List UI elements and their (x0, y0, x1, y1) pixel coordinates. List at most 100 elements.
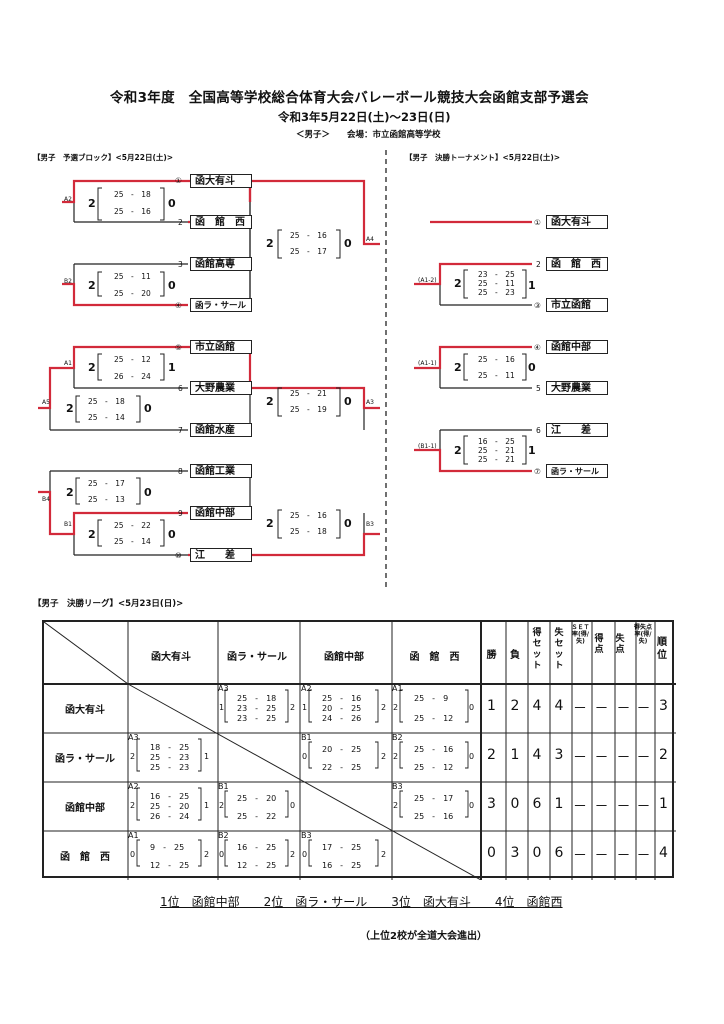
set-score: 16 - 25 (322, 861, 362, 870)
league-row-team: 函ラ・サール (55, 754, 115, 765)
stat-head: 順位 (657, 637, 667, 661)
stat-loss: 2 (510, 698, 520, 714)
stat-win: 1 (487, 698, 496, 714)
stat-points-lost: － (616, 848, 631, 864)
stat-points: － (594, 848, 609, 864)
result-left: 0 (219, 850, 225, 859)
stat-point-rate: － (636, 701, 651, 717)
team-box: 大野農業 (190, 381, 252, 395)
stat-head: 失セット (554, 628, 564, 671)
team-box: 江 差 (546, 423, 608, 437)
set-score: 25 - 11 (114, 272, 151, 281)
stat-head: ＳＥＴ率(得/失) (571, 624, 590, 645)
stat-sets-lost: 4 (554, 698, 564, 714)
match-tag: A2 (64, 196, 72, 203)
match-score-right: 0 (168, 279, 176, 292)
set-score: 25 - 11 (478, 279, 515, 288)
league-row-team: 函館中部 (65, 803, 105, 814)
result-right: 2 (290, 850, 296, 859)
match-tag: B2 (64, 278, 72, 285)
result-right: 1 (204, 752, 210, 761)
team-box: 函館高専 (190, 257, 252, 271)
match-score-right: 0 (168, 197, 176, 210)
set-score: 12 - 25 (150, 861, 190, 870)
match-tag: A5 (42, 399, 50, 406)
set-score: 25 - 16 (114, 207, 151, 216)
event-dates: 令和3年5月22日(土)～23日(日) (278, 110, 451, 124)
set-score: 17 - 25 (322, 843, 362, 852)
match-score-left: 2 (454, 361, 462, 374)
set-score: 25 - 18 (237, 694, 277, 703)
match-score-right: 0 (344, 395, 352, 408)
set-score: 25 - 20 (150, 802, 190, 811)
match-tag: (A1-2) (418, 277, 437, 284)
final-ranking: 1位 函館中部 2位 函ラ・サール 3位 函大有斗 4位 函館西 (160, 895, 563, 909)
seed: ⑦ (534, 467, 541, 476)
set-score: 25 - 23 (478, 288, 515, 297)
team-box: 市立函館 (190, 340, 252, 354)
seed: ⑩ (175, 551, 182, 560)
match-score-left: 2 (66, 486, 74, 499)
result-left: 1 (302, 703, 308, 712)
set-score: 25 - 20 (114, 289, 151, 298)
result-left: 2 (393, 703, 399, 712)
seed: 2 (536, 260, 541, 269)
stat-win: 0 (487, 845, 496, 861)
match-tag: A4 (366, 236, 374, 243)
stat-head: 得セット (532, 628, 542, 671)
league-col-head: 函 館 西 (409, 652, 460, 663)
set-score: 25 - 17 (414, 794, 454, 803)
stat-rank: 2 (659, 747, 668, 763)
set-score: 25 - 16 (414, 812, 454, 821)
league-col-head: 函館中部 (324, 652, 364, 663)
result-right: 0 (290, 801, 296, 810)
stat-head: 負 (510, 650, 520, 661)
stat-loss: 3 (510, 845, 520, 861)
match-score-right: 0 (344, 517, 352, 530)
set-score: 25 - 18 (88, 397, 125, 406)
result-left: 2 (219, 801, 225, 810)
league-heading: 【男子 決勝リーグ】<5月23日(日)> (33, 599, 184, 609)
league-row-team: 函 館 西 (60, 852, 110, 863)
set-score: 25 - 19 (290, 405, 327, 414)
match-tag: (A1-1) (418, 360, 437, 367)
team-box: 函館水産 (190, 423, 252, 437)
set-score: 25 - 16 (478, 355, 515, 364)
team-box: 大野農業 (546, 381, 608, 395)
match-score-right: 0 (144, 486, 152, 499)
page-title: 令和3年度 全国高等学校総合体育大会バレーボール競技大会函館支部予選会 (110, 90, 589, 106)
seed: 3 (178, 260, 183, 269)
set-score: 25 - 11 (478, 371, 515, 380)
result-left: 0 (302, 752, 308, 761)
set-score: 25 - 16 (414, 745, 454, 754)
seed: ④ (175, 301, 182, 310)
set-score: 25 - 16 (290, 231, 327, 240)
match-score-left: 2 (454, 277, 462, 290)
match-tag: B3 (366, 521, 374, 528)
set-score: 25 - 23 (150, 753, 190, 762)
result-right: 2 (204, 850, 210, 859)
seed: 8 (178, 467, 183, 476)
result-tag: B2 (218, 831, 229, 840)
stat-set-rate: － (573, 799, 587, 815)
stat-rank: 1 (659, 796, 668, 812)
league-col-head: 函大有斗 (151, 652, 191, 663)
stat-point-rate: － (636, 848, 651, 864)
result-right: 0 (469, 752, 475, 761)
result-right: 2 (290, 703, 296, 712)
stat-point-rate: － (636, 799, 651, 815)
result-tag: B3 (301, 831, 312, 840)
result-left: 2 (130, 752, 136, 761)
set-score: 25 - 14 (114, 537, 151, 546)
set-score: 25 - 18 (290, 527, 327, 536)
seed: ① (534, 218, 541, 227)
result-tag: B1 (218, 782, 229, 791)
set-score: 25 - 22 (114, 521, 151, 530)
match-score-left: 2 (266, 237, 274, 250)
set-score: 18 - 25 (150, 743, 190, 752)
seed: 5 (536, 384, 541, 393)
stat-head: 失点 (615, 634, 625, 655)
seed: ⑤ (175, 343, 182, 352)
set-score: 16 - 25 (150, 792, 190, 801)
match-score-right: 1 (528, 444, 536, 457)
